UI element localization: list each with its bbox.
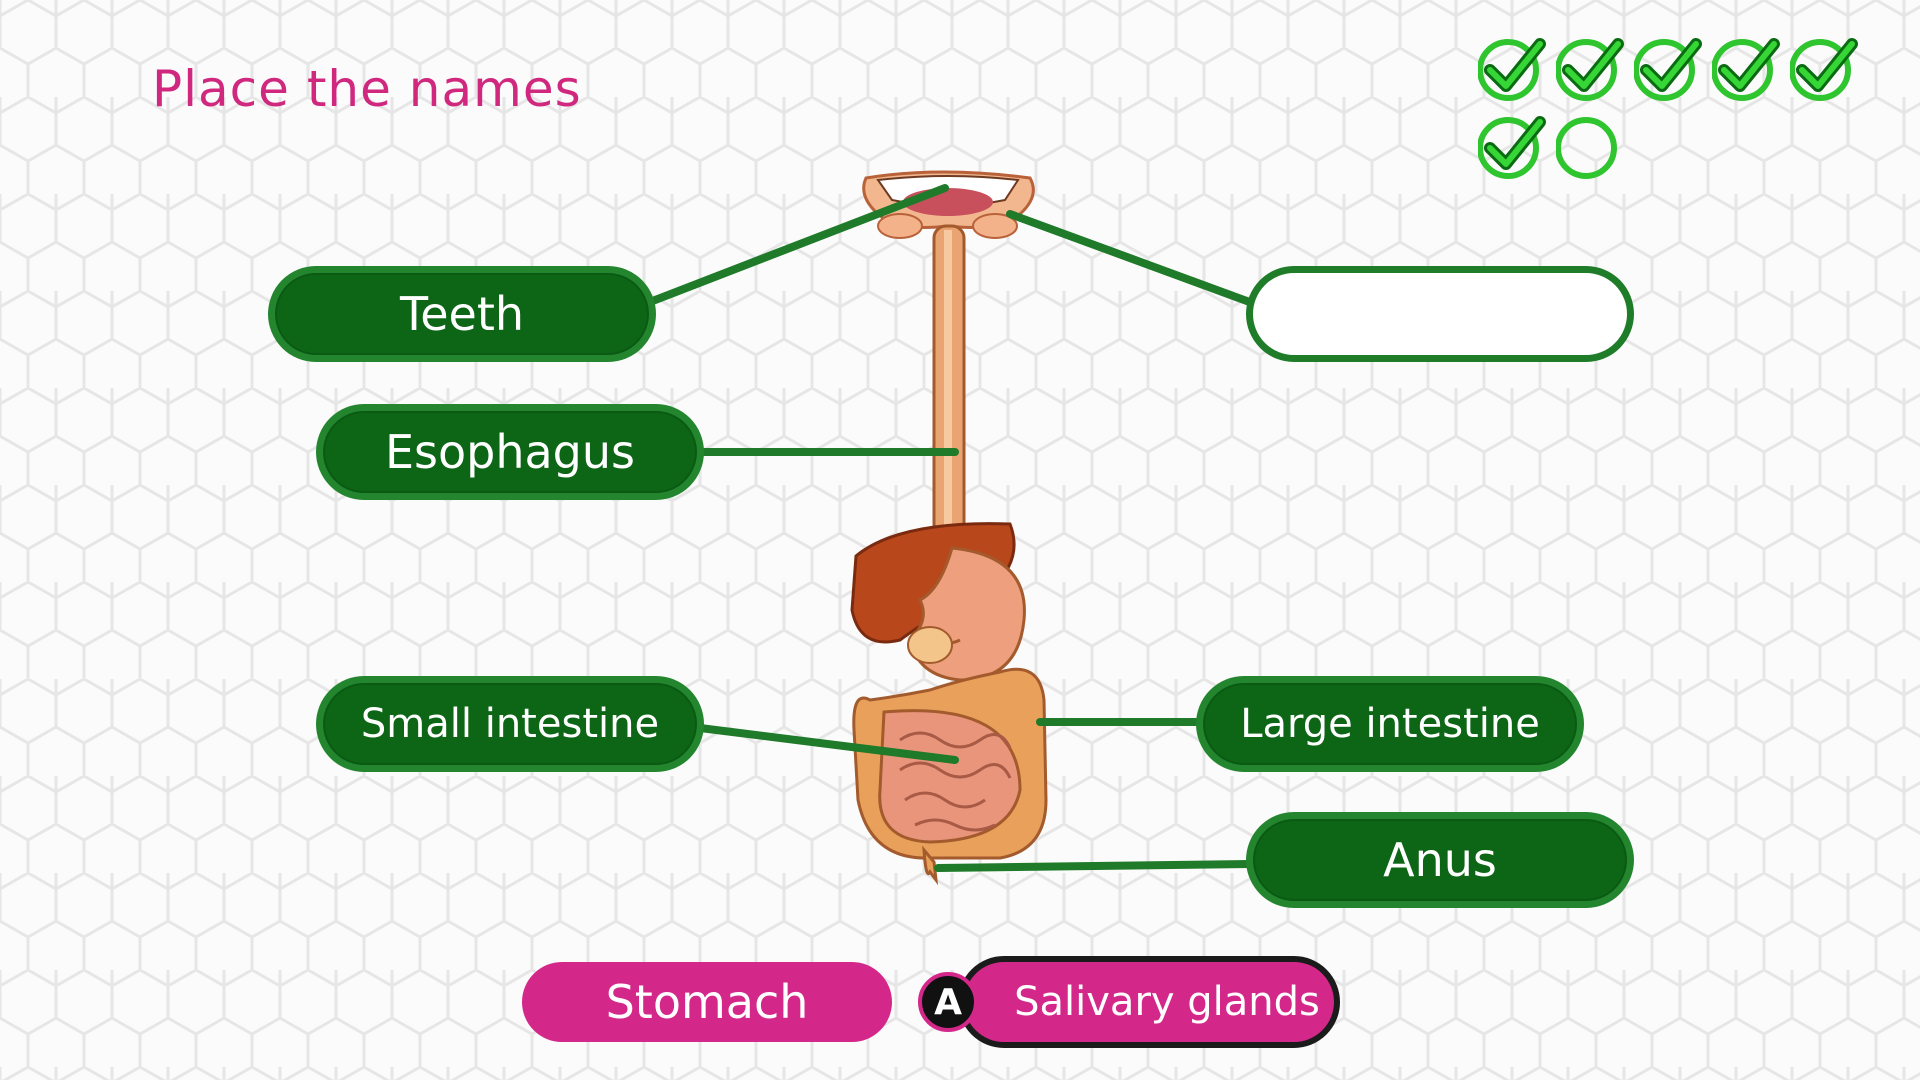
check-circle-icon bbox=[1478, 38, 1546, 101]
slot-label: Anus bbox=[1383, 833, 1497, 887]
slot-label: Large intestine bbox=[1240, 701, 1540, 747]
a-button-hint-icon: A bbox=[918, 972, 978, 1032]
slot-label: Esophagus bbox=[384, 425, 636, 479]
progress-tracker bbox=[1478, 32, 1878, 192]
label-slot-esophagus[interactable]: Esophagus bbox=[316, 404, 704, 500]
check-circle-icon bbox=[1790, 38, 1858, 101]
slot-label: Small intestine bbox=[360, 701, 660, 747]
label-slot-small-intestine[interactable]: Small intestine bbox=[316, 676, 704, 772]
page-title: Place the names bbox=[152, 60, 582, 118]
chip-label: Salivary glands bbox=[1014, 979, 1320, 1025]
check-circle-icon bbox=[1712, 38, 1780, 101]
label-slot-teeth[interactable]: Teeth bbox=[268, 266, 656, 362]
empty-circle-icon bbox=[1556, 117, 1617, 179]
word-chip-salivary-glands[interactable]: Salivary glands bbox=[958, 956, 1340, 1048]
label-slot-anus[interactable]: Anus bbox=[1246, 812, 1634, 908]
check-circle-icon bbox=[1478, 116, 1546, 179]
check-circle-icon bbox=[1634, 38, 1702, 101]
label-slot-empty[interactable] bbox=[1246, 266, 1634, 362]
chip-label: Stomach bbox=[605, 975, 809, 1029]
label-slot-large-intestine[interactable]: Large intestine bbox=[1196, 676, 1584, 772]
word-chip-stomach[interactable]: Stomach bbox=[522, 962, 892, 1042]
slot-label: Teeth bbox=[399, 287, 525, 341]
check-circle-icon bbox=[1556, 38, 1624, 101]
